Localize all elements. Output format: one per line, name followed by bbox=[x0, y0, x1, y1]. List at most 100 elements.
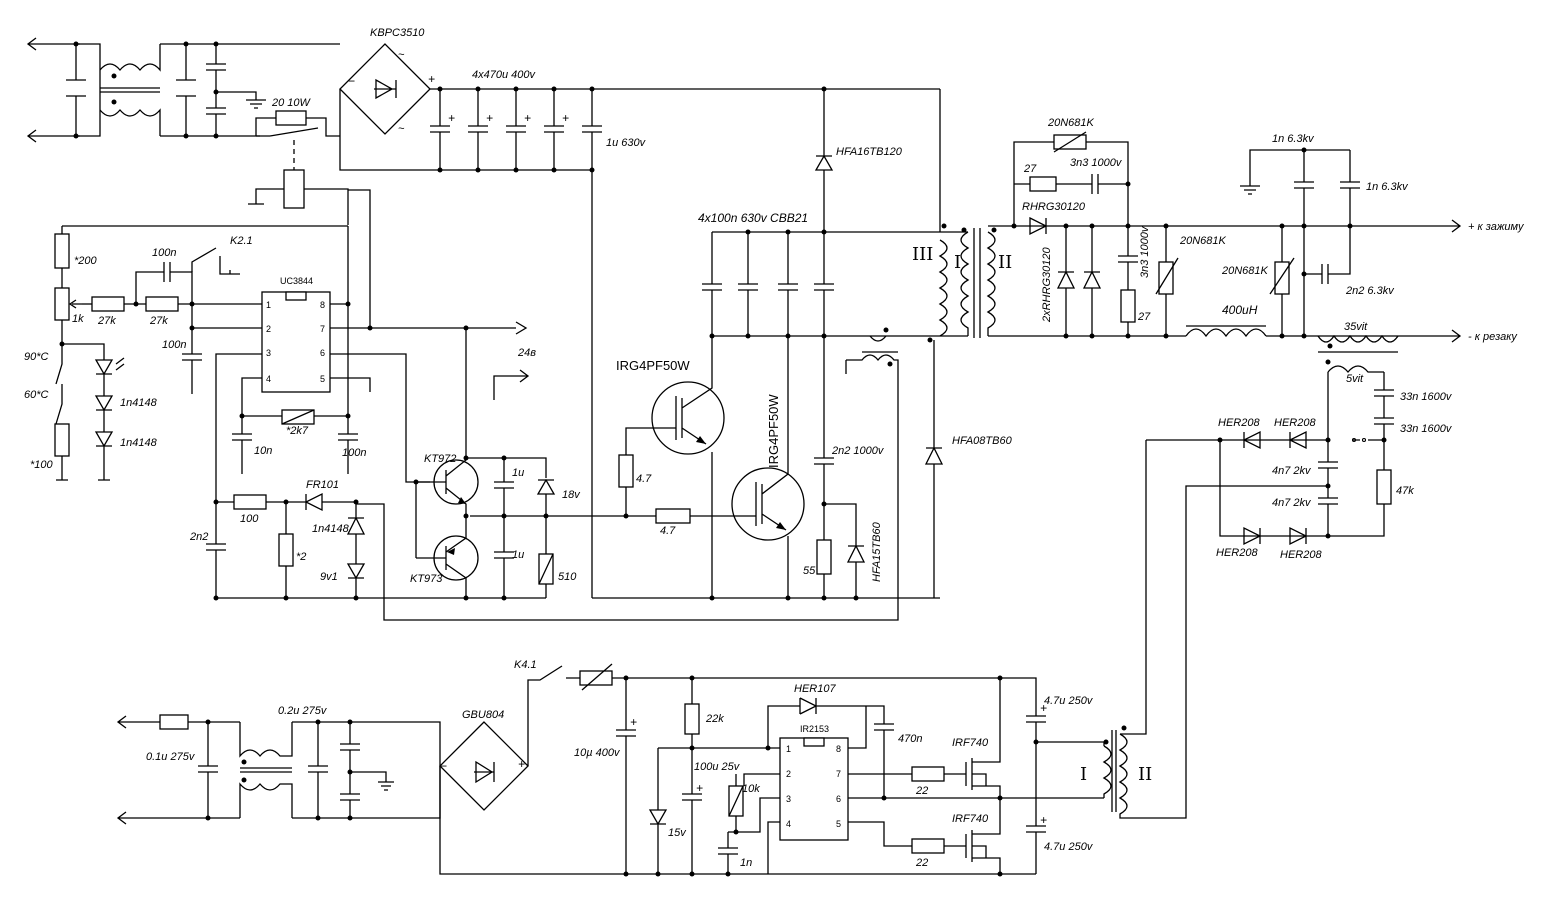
svg-text:7: 7 bbox=[836, 769, 841, 779]
diode-her208-a-label: HER208 bbox=[1218, 417, 1260, 429]
ground-symbol-1 bbox=[216, 91, 266, 109]
mains-input-filter: 20 10W bbox=[26, 37, 349, 225]
svg-text:8: 8 bbox=[836, 744, 841, 754]
winding-III-label: III bbox=[912, 244, 933, 265]
aux-transformer-primary bbox=[1102, 745, 1112, 798]
diode-hfa08-label: HFA08TB60 bbox=[952, 435, 1013, 447]
svg-text:1: 1 bbox=[266, 300, 271, 310]
diode-fr101 bbox=[266, 492, 356, 512]
resistor-47k bbox=[1376, 469, 1392, 505]
resistor-2s-label: *2 bbox=[296, 551, 306, 563]
aux-transformer-secondary bbox=[1118, 733, 1156, 819]
resistor-55 bbox=[816, 539, 832, 575]
resistor-200-label: *200 bbox=[74, 255, 98, 267]
resistor-27-top-label: 27 bbox=[1023, 163, 1037, 175]
ir2153-ic bbox=[779, 737, 849, 841]
diode-rhrg-label: RHRG30120 bbox=[1022, 201, 1086, 213]
power-stage: HFA16TB120 4x100n 630v CBB21 IRG4PF50W I… bbox=[356, 86, 1013, 621]
bulk-caps-label: 4x470u 400v bbox=[472, 69, 536, 81]
diode-her208-b bbox=[1288, 430, 1307, 450]
mosfet-irf740-b-label: IRF740 bbox=[952, 813, 989, 825]
cap-1u-b-label: 1u bbox=[512, 549, 524, 561]
cap-470n-label: 470n bbox=[898, 733, 922, 745]
aux-supply-section: 0.1u 275v 0.2u 275v GBU804 −+ K4.1 + 10µ… bbox=[116, 659, 1156, 877]
y-caps-aux bbox=[340, 722, 394, 818]
cap-100n-a-label: 100n bbox=[152, 247, 176, 259]
resistor-100s-label: *100 bbox=[30, 459, 54, 471]
x-capacitor-1 bbox=[66, 44, 86, 136]
diode-hfa15 bbox=[846, 544, 866, 598]
svg-text:+: + bbox=[1040, 701, 1047, 715]
svg-text:+: + bbox=[428, 72, 435, 86]
main-bulk-capacitors: ++ ++ 4x470u 400v 1u 630v bbox=[430, 69, 647, 598]
thermal-switches bbox=[55, 320, 63, 425]
mains-input-wires bbox=[28, 43, 80, 137]
diode-1n4148-c bbox=[346, 502, 366, 564]
thermal-60c-label: 60*C bbox=[24, 389, 49, 401]
bridge-gbu804-label: GBU804 bbox=[462, 709, 504, 721]
bridge-gbu804 bbox=[439, 721, 529, 811]
svg-text:+: + bbox=[562, 111, 569, 125]
hf-transformer-5vit bbox=[1327, 365, 1384, 374]
resistor-100s bbox=[54, 423, 70, 457]
zener-18v-label: 18v bbox=[562, 489, 581, 501]
potentiometer-1k bbox=[54, 287, 70, 321]
diode-her208-c bbox=[1243, 526, 1262, 546]
resistor-27k-b-label: 27k bbox=[149, 315, 168, 327]
hf-transformer-5vit-label: 5vit bbox=[1346, 373, 1364, 385]
cap-33n-b-label: 33n 1600v bbox=[1400, 423, 1453, 435]
svg-text:6: 6 bbox=[320, 348, 325, 358]
relay-contact-k41 bbox=[527, 665, 580, 766]
igbt-1 bbox=[651, 381, 725, 455]
inductor-400uh-label: 400uH bbox=[1222, 303, 1258, 317]
cap-4.7u-a-label: 4.7u 250v bbox=[1044, 695, 1094, 707]
cap-4n7-a-label: 4n7 2kv bbox=[1272, 465, 1312, 477]
resistor-200 bbox=[54, 233, 70, 269]
zener-18v bbox=[536, 478, 556, 554]
cap-100u-label: 100u 25v bbox=[694, 761, 741, 773]
ir2153-label: IR2153 bbox=[800, 724, 829, 734]
resistor-22-a-label: 22 bbox=[915, 785, 928, 797]
resistor-47k-label: 47k bbox=[1396, 485, 1414, 497]
resistor-27k-b bbox=[145, 296, 179, 312]
winding-I bbox=[960, 231, 970, 336]
zener-9v1 bbox=[346, 563, 366, 598]
varistor-mid-label: 20N681K bbox=[1179, 235, 1227, 247]
resistor-27k-a bbox=[91, 296, 125, 312]
cap-3n3-vert-label: 3n3 1000v bbox=[1139, 225, 1151, 278]
potentiometer-1k-label: 1k bbox=[72, 313, 84, 325]
diode-hfa16 bbox=[814, 89, 834, 232]
svg-text:8: 8 bbox=[320, 300, 325, 310]
inrush-resistor-label: 20 10W bbox=[271, 97, 312, 109]
svg-text:3: 3 bbox=[786, 794, 791, 804]
mosfet-irf740-a-label: IRF740 bbox=[952, 737, 989, 749]
uc3844-ic bbox=[261, 291, 331, 393]
diode-hfa15-label: HFA15TB60 bbox=[871, 521, 883, 582]
transformer-core bbox=[973, 228, 981, 338]
svg-text:3: 3 bbox=[266, 348, 271, 358]
resistor-22k bbox=[684, 703, 700, 735]
svg-text:1: 1 bbox=[786, 744, 791, 754]
cap-100n-b-label: 100n bbox=[162, 339, 186, 351]
cap-2n2-label: 2n2 bbox=[189, 531, 208, 543]
choke-core bbox=[100, 87, 160, 93]
svg-text:+: + bbox=[630, 715, 637, 729]
bridge-body bbox=[339, 43, 431, 135]
main-transformer: III I II bbox=[912, 220, 1012, 338]
snubber-caps-label: 4x100n 630v CBB21 bbox=[698, 211, 808, 225]
varistor-right-label: 20N681K bbox=[1221, 265, 1269, 277]
gate-resistor-1 bbox=[618, 454, 634, 488]
control-section: *200 1k 27k 27k 100n K2.1 100n UC3844 12… bbox=[24, 189, 546, 601]
resistor-22-b-label: 22 bbox=[915, 857, 928, 869]
resistor-27-top bbox=[1029, 176, 1057, 192]
relay-k21-label: K2.1 bbox=[230, 235, 253, 247]
bridge-label: KBPC3510 bbox=[370, 27, 425, 39]
diode-rhrg-2 bbox=[1082, 226, 1102, 336]
diode-fr101-label: FR101 bbox=[306, 479, 339, 491]
cap-0.1u-label: 0.1u 275v bbox=[146, 751, 196, 763]
svg-text:+: + bbox=[448, 111, 455, 125]
resistor-27-vert-label: 27 bbox=[1137, 311, 1151, 323]
cap-10n-label: 10n bbox=[254, 445, 272, 457]
relay-contact-k21 bbox=[191, 247, 240, 275]
